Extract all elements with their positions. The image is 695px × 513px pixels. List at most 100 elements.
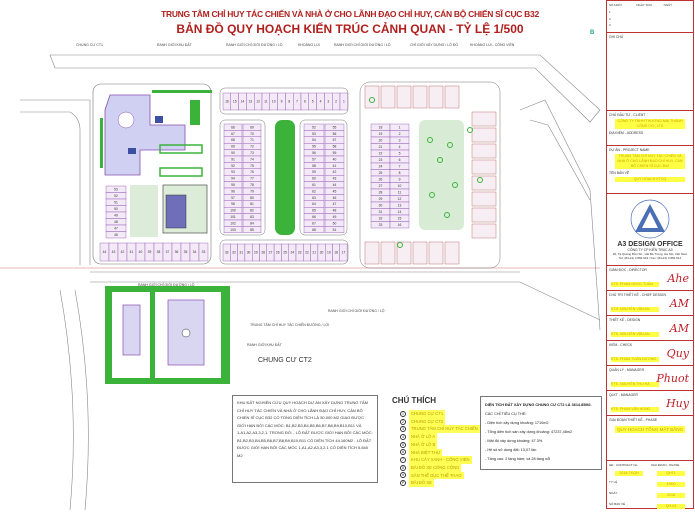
villa-block — [359, 81, 501, 269]
role-name: KTS. NGUYỄN VĂN AN — [611, 332, 659, 337]
lot-number: 37 — [166, 250, 170, 254]
drawing-title: TRUNG TÂM CHỈ HUY TÁC CHIẾN VÀ NHÀ Ở CHO… — [161, 9, 539, 19]
legend-number-icon: P — [400, 480, 406, 487]
legend-label: BÃI ĐỖ XE CÔNG CỘNG — [409, 463, 462, 472]
ct2-info-box: DIỆN TÍCH ĐẤT XÂY DỰNG CHUNG CƯ CT2 LÀ 3… — [480, 396, 602, 470]
lot-number: 19 — [327, 251, 331, 255]
lot-number: 43 — [112, 250, 116, 254]
legend-label: CHUNG CƯ CT1 — [409, 410, 446, 418]
lot-number: 31 — [379, 210, 383, 214]
lot-number: 9 — [281, 100, 283, 104]
sheet-label: TÊN BẢN VẼ — [609, 171, 630, 175]
lot-number: 8 — [288, 100, 290, 104]
lot-number: 42 — [333, 170, 337, 174]
lot-number: 43 — [333, 177, 337, 181]
contract-value: 2018-TKQH — [615, 471, 643, 476]
lot-number: 81 — [250, 202, 254, 206]
lot-number: 33 — [379, 223, 383, 227]
lot-number: 71 — [250, 138, 254, 142]
legend-label: NHÀ BIỆT THỰ — [409, 448, 443, 457]
lot-number: 27 — [269, 251, 273, 255]
lot-number: 20 — [320, 251, 324, 255]
park-central — [419, 120, 464, 230]
lot-number: 44 — [333, 183, 337, 187]
road-label: RANH GIỚI CHỈ GIỚI ĐƯỜNG / LỘ — [328, 309, 385, 313]
lot-number: 10 — [398, 184, 402, 188]
villa-lot — [471, 191, 497, 207]
legend-number-icon: 5 — [400, 441, 406, 448]
lot-number: 29 — [379, 197, 383, 201]
lot — [105, 231, 127, 239]
tree-icon — [477, 177, 483, 183]
villa-lot — [412, 241, 428, 265]
lot-number: 56 — [333, 132, 337, 136]
lot-number: 32 — [232, 251, 236, 255]
lot-number: 77 — [250, 177, 254, 181]
drawing-subtitle: BẢN ĐỒ QUY HOẠCH KIẾN TRÚC CẢNH QUAN - T… — [176, 22, 524, 36]
villa-lot — [444, 85, 460, 109]
signature: Quy — [666, 347, 689, 360]
info-item: - Tầng cao: 2 tầng hầm; và 28 tầng nổi — [485, 457, 551, 461]
lot-number: 50 — [114, 207, 118, 211]
lot-number: 38 — [157, 250, 161, 254]
lot-number: 23 — [379, 158, 383, 162]
tree-icon — [437, 157, 443, 163]
villa-lot — [471, 159, 497, 175]
road-label: KHOẢNG LÙI — [298, 43, 320, 47]
villa-lot — [412, 85, 428, 109]
lot-number: 13 — [248, 100, 252, 104]
lot-number: 83 — [250, 215, 254, 219]
lot-number: 96 — [231, 189, 235, 193]
lot-number: 17 — [342, 251, 346, 255]
company-sub: CÔNG TY CP KIẾN TRÚC A3 — [627, 248, 673, 252]
company-address: 26, Tạ Quang Bửu Str., Hai Bà Trưng, Hà … — [612, 252, 688, 256]
tree-icon — [429, 192, 435, 198]
lot-number: 44 — [103, 250, 107, 254]
legend-number-icon: 8 — [400, 464, 406, 471]
info-item: - Hệ số sử dụng đất: 13,07 lần — [485, 448, 537, 452]
legend-label: CHUNG CƯ CT2 — [409, 417, 446, 426]
lot-number: 2 — [399, 132, 401, 136]
lot-number: 40 — [139, 250, 143, 254]
project-name: TRUNG TÂM CHỈ HUY TÁC CHIẾN VÀ NHÀ Ở CHO… — [615, 154, 685, 169]
lot-number: 65 — [312, 209, 316, 213]
lot-number: 51 — [333, 228, 337, 232]
villa-lot — [471, 111, 497, 127]
lot-number: 5 — [312, 100, 314, 104]
info-item: - Diện tích xây dựng khoảng: 1710m2 — [485, 421, 549, 425]
lot-number: 21 — [312, 251, 316, 255]
villa-lot — [396, 241, 412, 265]
stage-label: GIAI ĐOẠN THIẾT KẾ - PHASE — [609, 418, 658, 422]
lot-number: 10 — [272, 100, 276, 104]
lot-number: 80 — [250, 196, 254, 200]
signature: Huy — [666, 397, 689, 410]
scale-label: TỶ LỆ — [609, 480, 618, 484]
lot-number: 67 — [231, 132, 235, 136]
tree-row — [152, 90, 212, 93]
lot-number: 82 — [250, 209, 254, 213]
lot-number: 97 — [231, 196, 235, 200]
role-name: KTS. PHẠM VĂN HÙNG — [611, 407, 659, 412]
lot — [339, 92, 349, 111]
lot-number: 1 — [343, 100, 345, 104]
lot-number: 6 — [399, 158, 401, 162]
role-name: KTS. NGUYỄN THU HÀ — [611, 382, 659, 387]
lot-number: 25 — [283, 251, 287, 255]
tree-icon — [427, 137, 433, 143]
company-tel: Tel: (84-24) 3 869 919 / Fax: (84-24) 3 … — [618, 256, 682, 260]
sheet-no-value: QH-04 — [657, 504, 685, 509]
lot-number: 12 — [256, 100, 260, 104]
park-area — [130, 185, 158, 237]
tree-icon — [447, 142, 453, 148]
lot-number: 15 — [233, 100, 237, 104]
tree-icon — [444, 212, 450, 218]
client-label: CHỦ ĐẦU TƯ - CLIENT — [609, 113, 646, 117]
lot-number: 30 — [379, 203, 383, 207]
parking-row — [159, 167, 203, 177]
